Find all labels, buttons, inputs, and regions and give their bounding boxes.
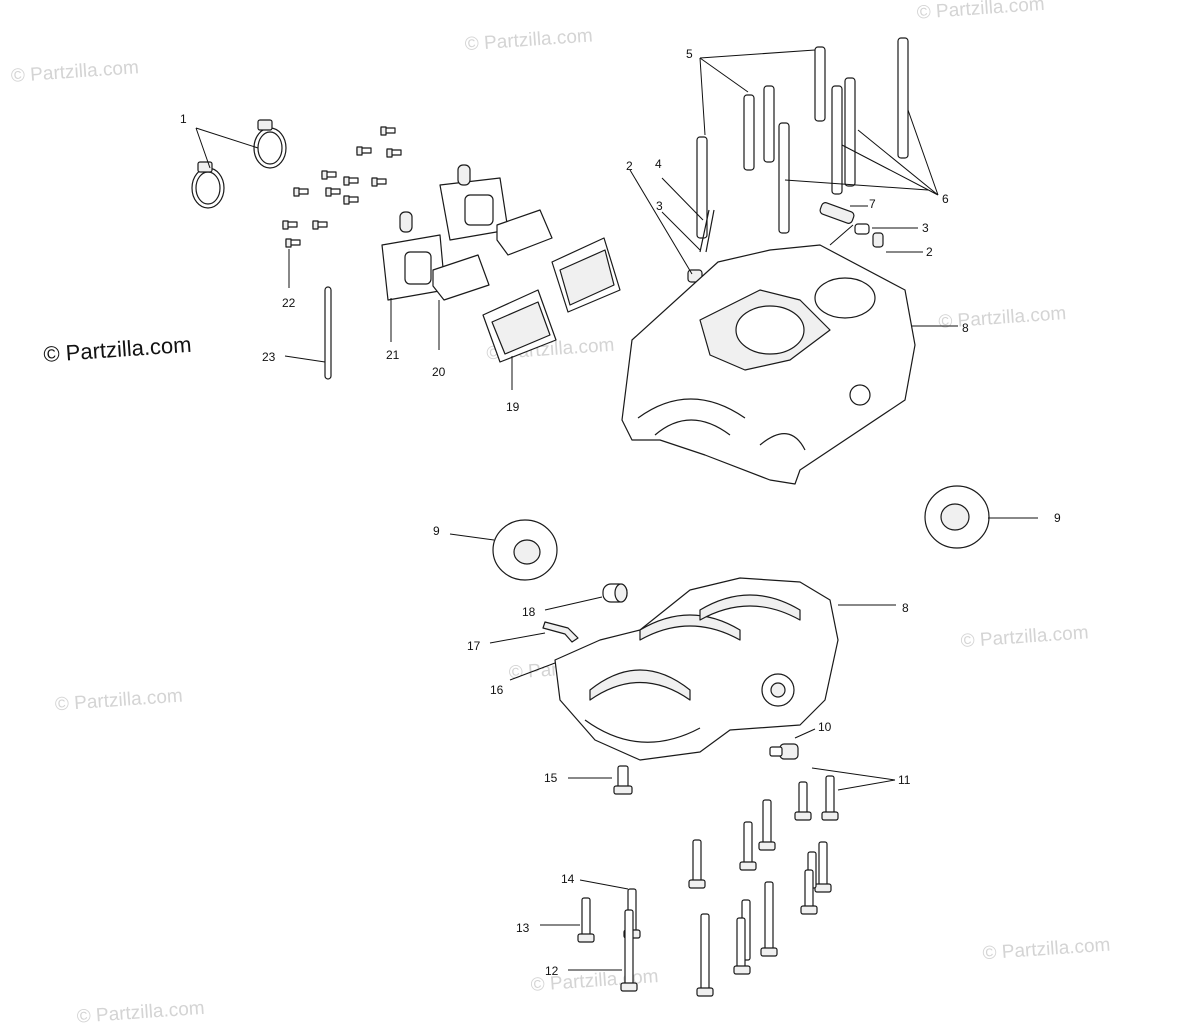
- crank-seal-left: [492, 519, 558, 581]
- callout-20: 20: [432, 365, 446, 379]
- leader-18: [544, 596, 603, 611]
- leader-23: [284, 355, 326, 363]
- reed-valve-plate-rear: [439, 164, 509, 241]
- leader-10: [794, 728, 816, 739]
- leader-17: [489, 632, 546, 644]
- leader-1: [195, 127, 259, 169]
- callout-4-left: 4: [655, 157, 662, 171]
- watermark-mid-right: © Partzilla.com: [938, 303, 1067, 333]
- watermark-main: © Partzilla.com: [43, 332, 193, 367]
- leader-9-left: [449, 533, 495, 541]
- callout-5: 5: [686, 47, 693, 61]
- callout-11: 11: [898, 773, 911, 787]
- callout-2-left: 2: [626, 159, 633, 173]
- callout-21: 21: [386, 348, 400, 362]
- callout-19: 19: [506, 400, 520, 414]
- crankcase-bolts: [577, 765, 839, 997]
- leader-4-left: [661, 177, 704, 221]
- crank-seal-right: [924, 485, 990, 549]
- hose-clamps: [191, 119, 287, 209]
- watermark-top-center: © Partzilla.com: [464, 25, 593, 55]
- leader-14: [579, 879, 629, 890]
- callout-8-lower: 8: [902, 601, 909, 615]
- watermark-bottom-right: © Partzilla.com: [982, 935, 1111, 965]
- o-ring-strip: [324, 286, 332, 380]
- elbow-fitting: [542, 621, 579, 643]
- lower-crankcase: [554, 577, 839, 761]
- callout-3-left: 3: [656, 199, 663, 213]
- leader-5: [699, 49, 816, 136]
- leader-11: [811, 767, 896, 791]
- watermark-top-right: © Partzilla.com: [916, 0, 1045, 24]
- leader-6: [784, 109, 939, 196]
- callout-18: 18: [522, 605, 536, 619]
- callout-13: 13: [516, 921, 530, 935]
- callout-8-upper: 8: [962, 321, 969, 335]
- bearing: [602, 583, 628, 603]
- callout-17: 17: [467, 639, 481, 653]
- reed-cages: [482, 237, 621, 363]
- callout-3-right: 3: [922, 221, 929, 235]
- callout-23: 23: [262, 350, 276, 364]
- callout-10: 10: [818, 720, 832, 734]
- callout-22: 22: [282, 296, 296, 310]
- callout-1: 1: [180, 112, 187, 126]
- leader-3-left: [661, 211, 701, 251]
- leader-4-right: [829, 224, 854, 246]
- callout-9-left: 9: [433, 524, 440, 538]
- leader-16: [509, 662, 556, 681]
- callout-2-right: 2: [926, 245, 933, 259]
- callout-6: 6: [942, 192, 949, 206]
- callout-15: 15: [544, 771, 558, 785]
- callout-16: 16: [490, 683, 504, 697]
- drain-plug: [769, 743, 799, 760]
- watermark-bottom-left: © Partzilla.com: [76, 998, 205, 1023]
- callout-7: 7: [869, 197, 876, 211]
- leader-2-left: [629, 169, 693, 275]
- reed-spacers: [432, 209, 553, 301]
- watermark-top-left: © Partzilla.com: [10, 57, 139, 87]
- reed-screws: [282, 126, 402, 248]
- callout-9-right: 9: [1054, 511, 1061, 525]
- callout-14: 14: [561, 872, 575, 886]
- watermark-lower-left: © Partzilla.com: [54, 686, 183, 716]
- watermark-lower-right: © Partzilla.com: [960, 622, 1089, 652]
- fittings-right: [819, 202, 884, 248]
- callout-12: 12: [545, 964, 559, 978]
- cylinder-studs: [696, 37, 909, 239]
- upper-crankcase: [621, 244, 916, 485]
